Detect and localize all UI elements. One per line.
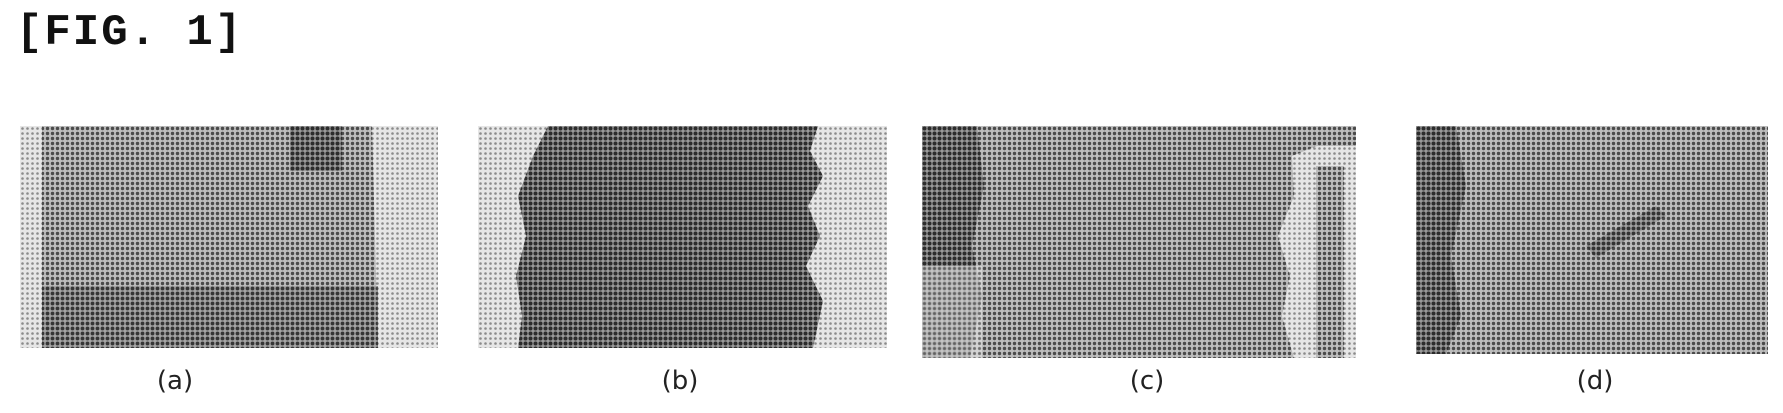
panel-a-image [20, 126, 438, 348]
panel-d-label: (d) [1577, 366, 1614, 396]
panel-d-image [1416, 126, 1768, 354]
panel-c-label: (c) [1130, 366, 1165, 396]
panel-c-image [922, 126, 1356, 358]
panel-a-label: (a) [157, 366, 193, 396]
figure-title: [FIG. 1] [16, 8, 243, 58]
panel-b-image [478, 126, 887, 348]
panel-b-label: (b) [662, 366, 699, 396]
